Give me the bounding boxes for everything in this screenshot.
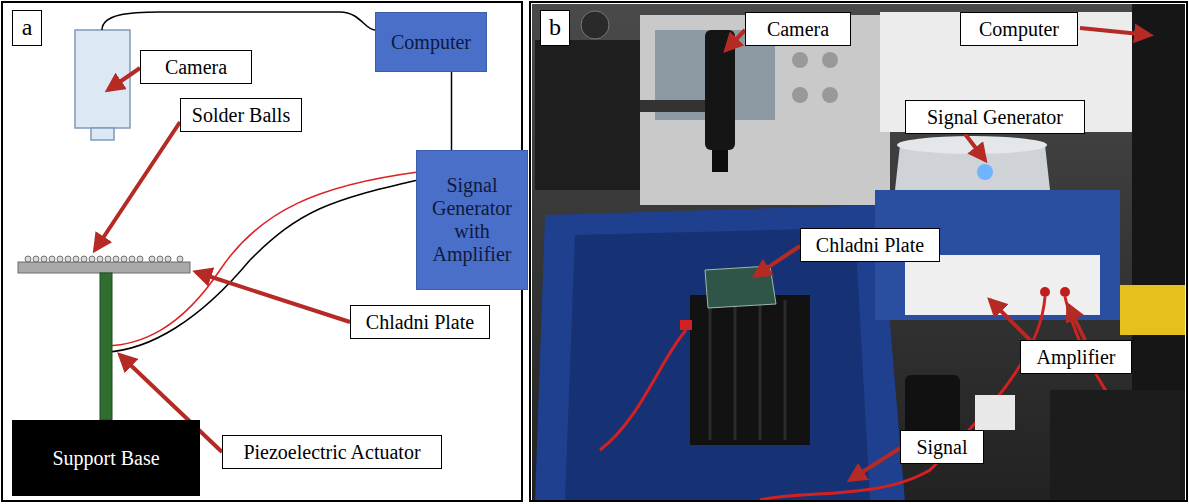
node-text: Amplifier: [1037, 346, 1116, 369]
node-text: Signal Generator with Amplifier: [417, 174, 527, 266]
panel-letter: b: [540, 10, 570, 46]
node-text: Chladni Plate: [366, 311, 474, 334]
panel-letter: a: [12, 10, 42, 46]
computer-box: Computer: [375, 12, 487, 72]
leader-arrows: [95, 68, 350, 452]
callout-label: Solder Balls: [180, 98, 302, 132]
piezo-actuator: [100, 273, 112, 420]
chladni-plate: [18, 262, 190, 273]
node-text: Camera: [767, 18, 829, 41]
node-text: Signal Generator: [927, 106, 1063, 129]
callout-label: Camera: [140, 50, 252, 84]
callout-label: Computer: [960, 12, 1078, 46]
node-text: Chladni Plate: [816, 234, 924, 257]
callout-label: Signal Generator: [905, 100, 1085, 134]
callout-label: Amplifier: [1020, 340, 1132, 374]
callout-label: Piezoelectric Actuator: [222, 435, 442, 469]
callout-label: Chladni Plate: [350, 305, 490, 339]
node-text: Solder Balls: [192, 104, 290, 127]
callout-label: Chladni Plate: [800, 228, 940, 262]
node-text: Computer: [391, 31, 471, 54]
camera-lens: [91, 128, 114, 140]
node-text: Signal: [916, 436, 967, 459]
node-text: Computer: [979, 18, 1059, 41]
support-base: Support Base: [12, 420, 200, 496]
node-text: Support Base: [52, 447, 159, 470]
signal-cable: [451, 72, 453, 150]
node-text: Piezoelectric Actuator: [243, 441, 420, 464]
node-text: b: [549, 14, 561, 42]
callout-label: Camera: [745, 12, 851, 46]
camera-cable: [102, 12, 375, 30]
node-text: Camera: [165, 56, 227, 79]
leader-arrows: [726, 28, 1150, 480]
solder-balls: [25, 256, 183, 262]
lab-photo: [532, 4, 1185, 500]
callout-label: Signal: [900, 430, 984, 464]
signal-generator-box: Signal Generator with Amplifier: [416, 150, 528, 290]
node-text: a: [22, 14, 33, 42]
